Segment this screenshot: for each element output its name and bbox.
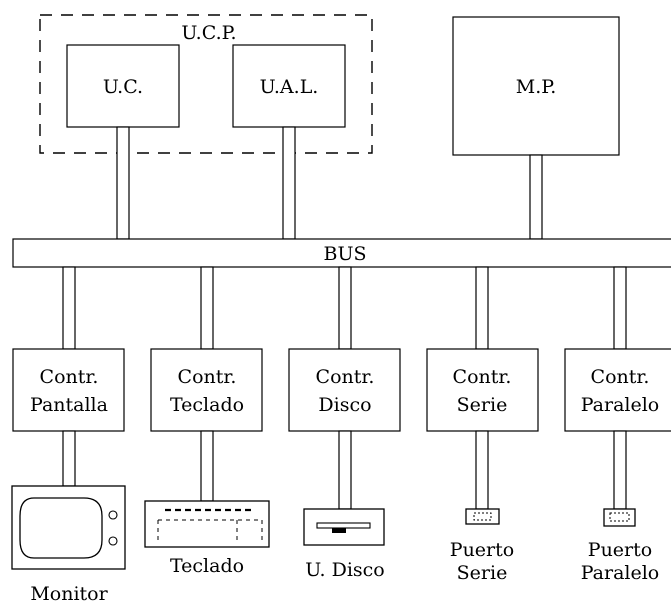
bus-connector-paralelo — [613, 266, 627, 350]
controller-paralelo: Contr. Paralelo — [564, 348, 671, 432]
disk-label: U. Disco — [305, 559, 385, 581]
bus-bar — [12, 238, 671, 268]
controller-paralelo-line2: Paralelo — [581, 394, 660, 416]
controller-teclado-line1: Contr. — [178, 366, 237, 388]
ual-bus-connector — [282, 126, 296, 240]
uc-bus-connector — [116, 126, 130, 240]
device-connector-serie — [475, 430, 489, 510]
controller-disco: Contr. Disco — [288, 348, 401, 432]
ucp-label-bg — [168, 22, 250, 44]
controller-pantalla: Contr. Pantalla — [12, 348, 125, 432]
device-connector-keyboard — [200, 430, 214, 502]
bus-connector-pantalla — [62, 266, 76, 350]
device-connector-paralelo — [613, 430, 627, 510]
monitor-label: Monitor — [30, 583, 108, 605]
monitor-icon — [11, 485, 126, 570]
device-connector-disk — [338, 430, 352, 510]
parallel-port-icon — [603, 508, 636, 527]
mp-label: M.P. — [516, 76, 556, 98]
bus-connector-disco — [338, 266, 352, 350]
serial-port-icon — [465, 508, 500, 525]
uc-label: U.C. — [103, 76, 143, 98]
controller-disco-line1: Contr. — [316, 366, 375, 388]
device-connector-monitor — [62, 430, 76, 487]
controller-disco-line2: Disco — [318, 394, 371, 416]
ual-label: U.A.L. — [260, 76, 319, 98]
uc-box — [66, 44, 180, 128]
parallel-port-label-line1: Puerto — [588, 539, 652, 561]
mp-bus-connector — [529, 154, 543, 240]
ucp-label: U.C.P. — [181, 22, 236, 44]
controller-pantalla-line1: Contr. — [40, 366, 99, 388]
controller-teclado-line2: Teclado — [170, 394, 244, 416]
controller-pantalla-line2: Pantalla — [30, 394, 108, 416]
controller-serie: Contr. Serie — [426, 348, 539, 432]
ucp-group — [39, 14, 373, 154]
controller-teclado: Contr. Teclado — [150, 348, 263, 432]
keyboard-icon — [144, 500, 270, 548]
disk-drive-icon — [303, 508, 385, 546]
bus-label: BUS — [324, 243, 367, 265]
serial-port-label-line1: Puerto — [450, 539, 514, 561]
bus-connector-teclado — [200, 266, 214, 350]
mp-box — [452, 16, 620, 156]
controller-paralelo-line1: Contr. — [591, 366, 650, 388]
serial-port-label-line2: Serie — [457, 562, 508, 584]
controller-serie-line1: Contr. — [453, 366, 512, 388]
controller-serie-line2: Serie — [457, 394, 508, 416]
bus-connector-serie — [475, 266, 489, 350]
keyboard-label: Teclado — [170, 555, 244, 577]
parallel-port-label-line2: Paralelo — [581, 562, 660, 584]
